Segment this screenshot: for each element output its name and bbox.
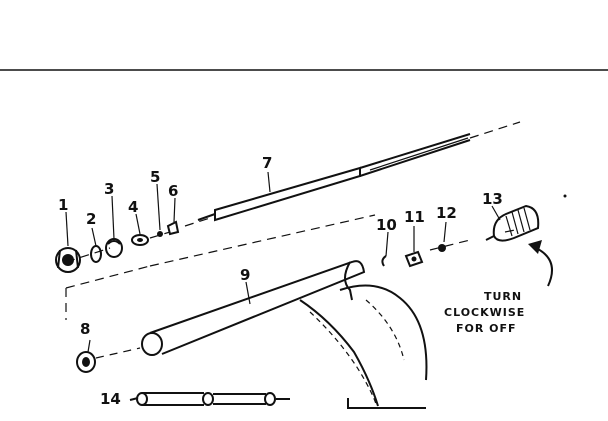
part-1-leader — [65, 211, 69, 247]
note-line-3: FOR OFF — [456, 322, 517, 335]
label-part-3: 3 — [104, 180, 114, 198]
part-4-shape — [131, 234, 149, 246]
label-part-14: 14 — [100, 390, 121, 408]
turn-arrow — [528, 240, 553, 287]
part-2-shape — [90, 245, 102, 263]
part-13-leader — [491, 205, 501, 221]
label-part-1: 1 — [58, 196, 68, 214]
label-part-13: 13 — [482, 190, 503, 208]
label-part-4: 4 — [128, 198, 138, 216]
speck — [563, 194, 567, 198]
part-12-leader — [443, 221, 447, 243]
part-9-shape — [141, 260, 428, 409]
part-5-shape — [157, 231, 163, 237]
label-part-7: 7 — [262, 154, 272, 172]
assembly-axis-upper — [65, 121, 521, 263]
part-11-shape — [404, 250, 424, 268]
label-part-6: 6 — [168, 182, 178, 200]
part-10-leader — [385, 231, 389, 257]
label-part-10: 10 — [376, 216, 397, 234]
label-part-11: 11 — [404, 208, 425, 226]
part-14-shape — [129, 392, 290, 406]
label-part-9: 9 — [240, 266, 250, 284]
part-6-leader — [173, 197, 176, 223]
part-4-leader — [135, 213, 141, 235]
part-7-leader — [267, 171, 271, 193]
part-13-shape — [485, 204, 540, 242]
part-6-shape — [166, 220, 180, 236]
part-7-shape — [197, 133, 471, 222]
part-9-leader — [245, 281, 251, 305]
label-part-12: 12 — [436, 204, 457, 222]
assembly-axis-lower — [65, 214, 516, 320]
part-12-shape — [438, 244, 446, 252]
note-line-1: TURN — [484, 290, 522, 303]
part-2-leader — [91, 227, 97, 247]
note-line-2: CLOCKWISE — [444, 306, 525, 319]
part-8-leader — [87, 339, 91, 353]
part-8-axis — [95, 347, 141, 359]
part-8-shape — [76, 351, 96, 373]
part-3-leader — [111, 195, 115, 240]
part-3-shape — [105, 238, 123, 258]
part-1-shape — [55, 247, 81, 273]
part-10-shape — [381, 255, 387, 267]
label-part-2: 2 — [86, 210, 96, 228]
label-part-8: 8 — [80, 320, 90, 338]
label-part-5: 5 — [150, 168, 160, 186]
part-5-leader — [156, 183, 161, 231]
